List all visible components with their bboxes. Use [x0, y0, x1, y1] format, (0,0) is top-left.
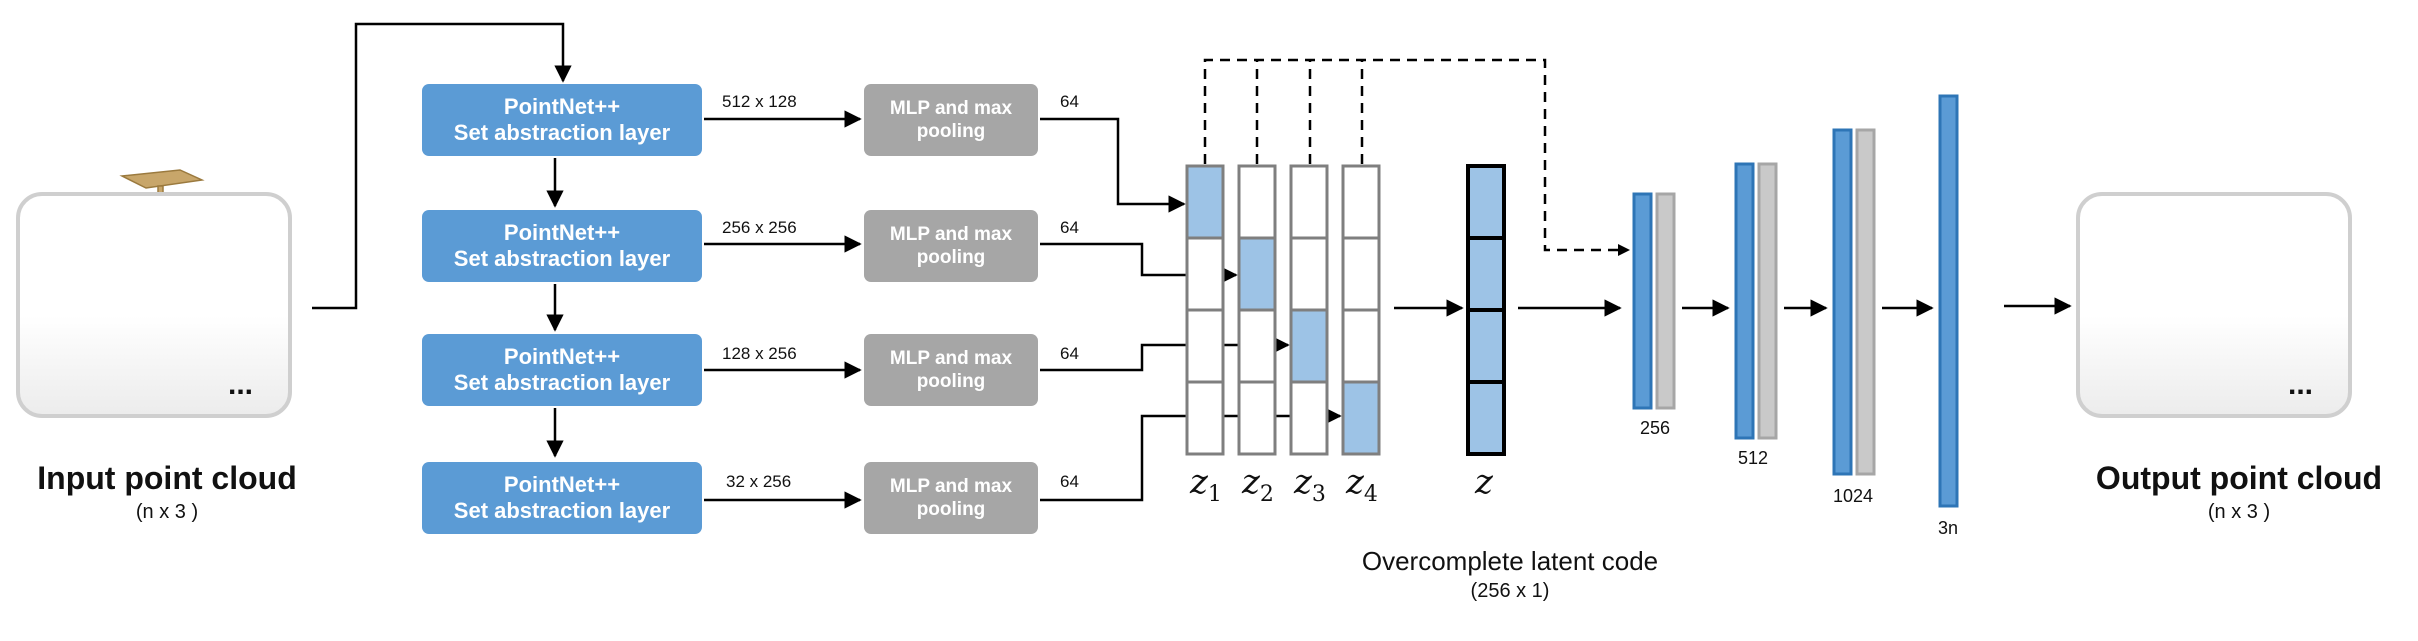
z4-subscript: 4: [1363, 481, 1378, 507]
input-title: Input point cloud: [37, 460, 297, 496]
sa-layer-3-line2: Set abstraction layer: [453, 370, 671, 395]
sa-layer-2-line1: PointNet++: [503, 220, 621, 245]
sa-layer-3-dim: 128 x 256: [722, 344, 797, 363]
input-subtitle: (n x 3 ): [135, 501, 199, 523]
z3-letter: z: [1294, 462, 1312, 502]
sa-layer-1-line1: PointNet++: [503, 94, 621, 119]
input-point-cloud-panel: [16, 192, 292, 418]
mlp-block-2-dim: 64: [1060, 218, 1079, 237]
mlp-block-3-line1: MLP and max: [889, 348, 1013, 369]
sa-layer-3-line1: PointNet++: [503, 344, 621, 369]
latent-column-z: [1466, 164, 1506, 456]
decoder-label-3n: 3n: [1938, 518, 1959, 538]
z1-label: z1: [1190, 462, 1222, 507]
latent-caption: Overcomplete latent code: [1361, 546, 1659, 576]
mlp-block-2-line1: MLP and max: [889, 224, 1013, 245]
decoder-label-512: 512: [1738, 448, 1769, 468]
z3-label: z3: [1294, 462, 1326, 507]
z1-letter: z: [1190, 462, 1208, 502]
latent-caption-sub: (256 x 1): [1470, 580, 1550, 602]
latent-column-z1: [1185, 164, 1225, 456]
sa-layer-3: PointNet++ Set abstraction layer: [422, 334, 702, 406]
output-title: Output point cloud: [2095, 460, 2383, 496]
input-ellipsis: ...: [228, 368, 254, 401]
sa-layer-1-line2: Set abstraction layer: [453, 120, 671, 145]
sa-layer-1-dim: 512 x 128: [722, 92, 797, 111]
dashed-arrow-head: [1618, 244, 1630, 256]
sa-layer-4-line2: Set abstraction layer: [453, 498, 671, 523]
z2-label: z2: [1242, 462, 1274, 507]
decoder-layer-1024: [1832, 128, 1876, 476]
z1-subscript: 1: [1207, 481, 1222, 507]
output-point-cloud-panel: [2076, 192, 2352, 418]
mlp-block-4-line1: MLP and max: [889, 476, 1013, 497]
z-combined-label: z: [1475, 462, 1493, 502]
sa-layer-4-line1: PointNet++: [503, 472, 621, 497]
mlp-block-1-line2: pooling: [916, 121, 986, 142]
sa-layer-1: PointNet++ Set abstraction layer: [422, 84, 702, 156]
mlp-block-3: MLP and max pooling: [864, 334, 1038, 406]
mlp1-to-z1-arrow: [1040, 117, 1186, 213]
sa-layer-2-dim: 256 x 256: [722, 218, 797, 237]
latent-column-z3: [1289, 164, 1329, 456]
decoder-layer-3n: [1938, 94, 1959, 508]
mlp-block-4: MLP and max pooling: [864, 462, 1038, 534]
z4-letter: z: [1346, 462, 1364, 502]
decoder-layer-512: [1734, 162, 1778, 440]
input-to-sa1-arrow: [312, 22, 572, 310]
output-subtitle: (n x 3 ): [2207, 501, 2271, 523]
mlp-block-1: MLP and max pooling: [864, 84, 1038, 156]
decoder-label-256: 256: [1640, 418, 1671, 438]
sa-layer-2-line2: Set abstraction layer: [453, 246, 671, 271]
z2-subscript: 2: [1259, 481, 1274, 507]
sa-layer-4: PointNet++ Set abstraction layer: [422, 462, 702, 534]
latent-column-z2: [1237, 164, 1277, 456]
mlp-block-2: MLP and max pooling: [864, 210, 1038, 282]
mlp-block-4-line2: pooling: [916, 499, 986, 520]
mlp-block-4-dim: 64: [1060, 472, 1079, 491]
z2-letter: z: [1242, 462, 1260, 502]
z4-label: z4: [1346, 462, 1378, 507]
mlp-block-1-line1: MLP and max: [889, 98, 1013, 119]
z3-subscript: 3: [1311, 481, 1326, 507]
latent-column-z4: [1341, 164, 1381, 456]
mlp-block-3-line2: pooling: [916, 371, 986, 392]
mlp-block-2-line2: pooling: [916, 247, 986, 268]
decoder-layer-256: [1632, 192, 1676, 410]
sa-layer-4-dim: 32 x 256: [726, 472, 792, 491]
mlp-block-3-dim: 64: [1060, 344, 1079, 363]
decoder-label-1024: 1024: [1833, 486, 1874, 506]
dashed-skip-connections: [1203, 58, 1618, 252]
mlp-block-1-dim: 64: [1060, 92, 1079, 111]
sa-layer-2: PointNet++ Set abstraction layer: [422, 210, 702, 282]
output-ellipsis: ...: [2288, 368, 2314, 401]
